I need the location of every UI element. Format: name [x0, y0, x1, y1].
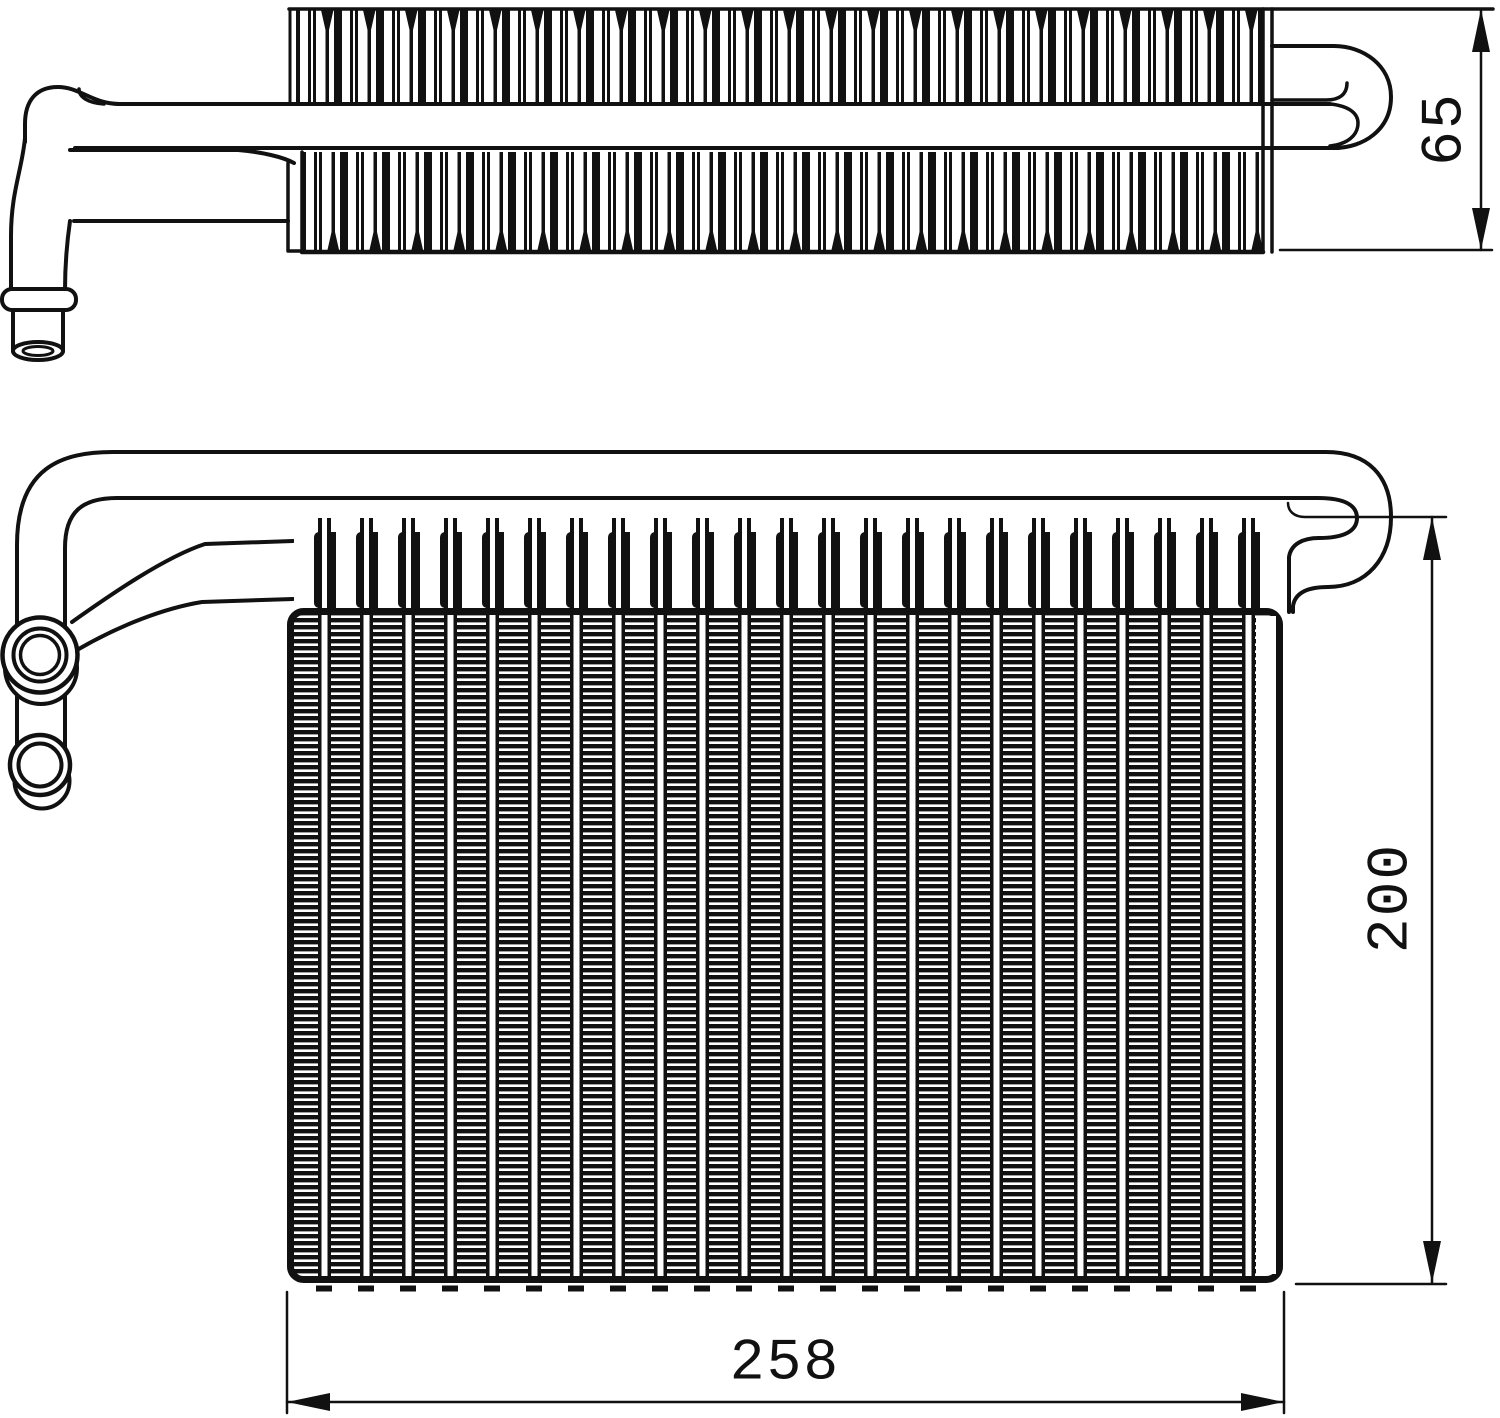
- front-branch-bottom-edge: [75, 597, 295, 652]
- dim-depth-arrow-up: [1472, 9, 1490, 52]
- front-u-bend-outer: [1291, 450, 1393, 614]
- dim-height-arrow-up: [1423, 517, 1441, 560]
- u-bend-stub-hook: [1270, 81, 1349, 102]
- pipe-curl-inner: [77, 87, 106, 106]
- dim-width-label: 258: [730, 1332, 840, 1397]
- u-bend-inner-arc: [1328, 102, 1360, 148]
- core-block: [287, 608, 1283, 1283]
- front-view: [0, 450, 1448, 1292]
- dim-depth-arrow-down: [1472, 208, 1490, 250]
- front-branch-top-edge: [70, 539, 295, 624]
- dim-width-arrow-right: [1241, 1393, 1284, 1411]
- top-view-fin-row-lower: [302, 152, 1263, 252]
- dim-height-label: 200: [1360, 843, 1425, 953]
- pipe-curl-outer: [23, 85, 122, 144]
- top-view-fin-row-upper: [296, 10, 1263, 104]
- dimension-height: 200: [1294, 515, 1448, 1286]
- dim-height-arrow-down: [1423, 1241, 1441, 1283]
- tube-collar-band: [294, 518, 1262, 608]
- fitting-mouth-inner: [21, 345, 55, 357]
- top-view: [0, 7, 1495, 362]
- dimension-depth: 65: [1278, 7, 1494, 252]
- pipe-elbow-left-edge: [9, 136, 27, 292]
- pipe-branch-end-block: [286, 161, 304, 253]
- fitting-mouth-outer: [11, 340, 65, 362]
- front-pipe-outer-left: [15, 450, 115, 747]
- front-pipe-inner-left: [63, 496, 119, 752]
- pipe-elbow-right-edge: [63, 219, 72, 292]
- lower-port-inner: [16, 741, 64, 789]
- core-end-channel: [1256, 616, 1276, 1274]
- dimension-width: 258: [285, 1290, 1286, 1415]
- pipe-branch-top-edge: [68, 148, 296, 165]
- dim-depth-label: 65: [1414, 92, 1479, 166]
- front-pipe-end-hook: [1286, 501, 1448, 519]
- dim-width-arrow-left: [287, 1393, 330, 1411]
- upper-port-inner: [18, 633, 62, 677]
- fitting-flange: [0, 287, 78, 312]
- u-bend-outer-top-view: [1270, 44, 1393, 150]
- front-u-bend-inner: [1287, 496, 1359, 614]
- fitting-barrel: [11, 308, 65, 353]
